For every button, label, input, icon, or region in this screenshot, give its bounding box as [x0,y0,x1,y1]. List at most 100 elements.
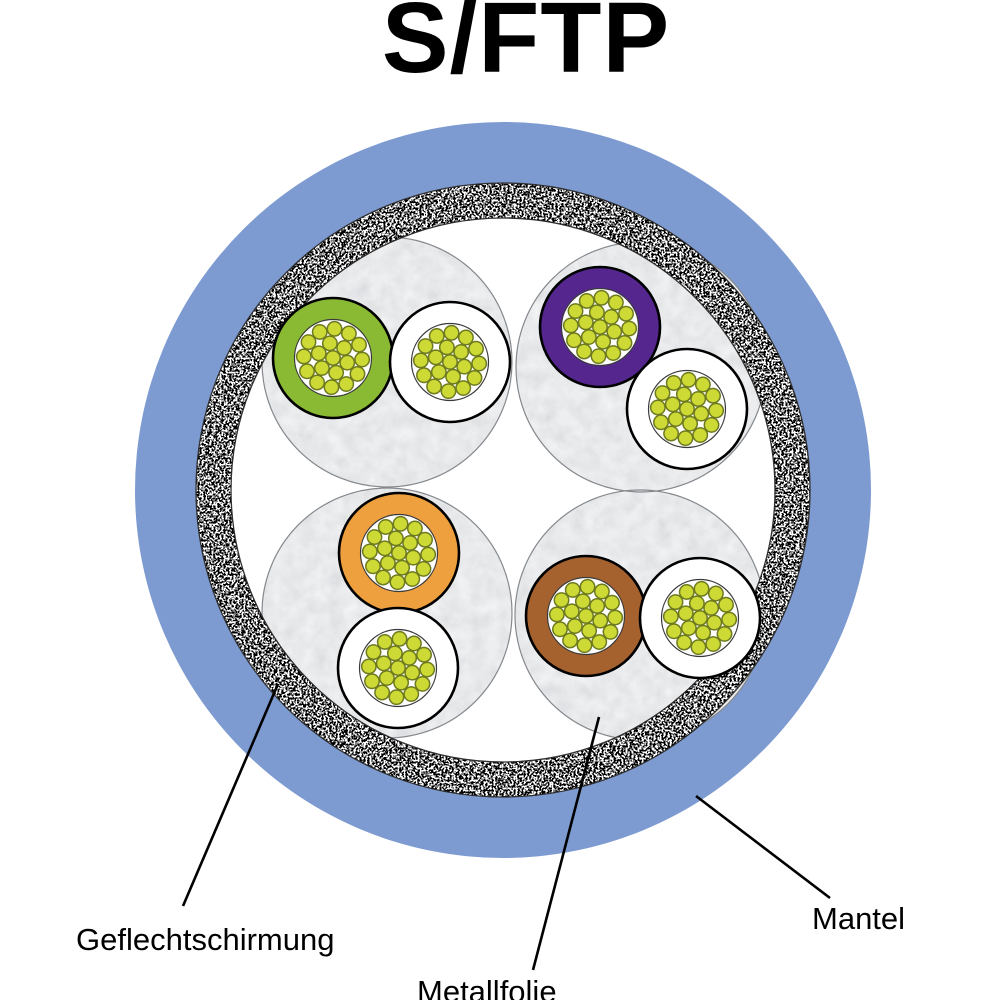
strand [300,334,317,351]
wire-orange [337,491,461,615]
strand [404,664,421,681]
strand [401,650,418,666]
diagram-title: S/FTP [381,0,671,94]
strand [376,634,393,650]
strand [706,614,723,631]
strand [581,622,598,639]
strand [321,335,338,352]
wire-white [625,347,749,471]
strand [299,363,315,380]
strand [552,621,568,638]
wire-green [271,296,395,420]
strand [415,560,432,577]
strand [593,289,610,306]
strand [457,329,474,346]
strand [708,402,725,419]
strand [468,340,484,357]
strand [705,636,722,652]
strand [592,319,608,335]
strand [442,354,458,370]
strand [420,546,437,563]
strand [562,632,579,649]
strand [378,670,395,686]
strand [339,354,356,371]
strand [562,317,579,334]
strand [649,399,666,416]
strand [311,324,328,340]
strand [456,358,473,375]
strand [676,634,693,651]
strand [388,689,405,706]
strand [576,637,593,654]
strand [688,595,705,612]
strand [313,360,330,376]
strand [375,569,392,586]
strand [364,673,380,690]
strand [443,324,460,341]
strand [682,415,699,432]
strand [393,674,410,691]
strand [404,571,421,587]
wire-white [638,556,762,680]
strand [680,620,697,636]
strand [667,594,684,611]
strand [466,369,483,386]
strand [438,339,455,356]
strand [453,344,470,360]
strand [394,559,411,576]
strand [417,338,434,355]
strand [654,385,671,402]
strand [588,304,605,321]
strand [440,383,457,400]
strand [690,639,707,656]
strand [593,583,610,600]
strand [567,303,584,320]
strand [578,293,595,309]
strand [351,336,367,353]
strand [606,323,623,340]
strand [692,610,708,626]
strand [405,635,422,652]
strand [604,594,620,611]
braid-label: Geflechtschirmung [76,922,335,957]
strand [616,334,633,351]
strand [416,646,432,663]
strand [675,386,692,403]
strand [354,351,371,368]
foil-label: Metallfolie [417,974,557,1000]
strand [455,380,472,396]
strand [336,340,353,356]
wire-violet [538,265,662,389]
strand [692,427,709,443]
strand [391,630,408,647]
strand [678,584,695,600]
jacket-leader-line [695,794,831,900]
strand [665,375,682,391]
braid-outer-edge [195,182,811,798]
strand [589,598,606,614]
strand [295,348,312,365]
strand [428,328,445,344]
strand [667,411,684,427]
strand [387,530,404,547]
strand [574,593,591,610]
strand [389,574,406,591]
strand [402,535,419,551]
strand [328,364,345,381]
strand [576,343,593,360]
strand [414,675,431,692]
strand [412,352,429,369]
strand [365,558,381,575]
strand [309,374,326,391]
strand [340,325,357,342]
strand [323,379,340,396]
strand [721,611,738,628]
strand [417,531,433,548]
strand [653,414,669,431]
braid-leader-line [181,683,280,907]
strand [707,585,724,602]
strand [376,540,393,557]
strand [430,364,447,380]
strand [679,401,695,417]
